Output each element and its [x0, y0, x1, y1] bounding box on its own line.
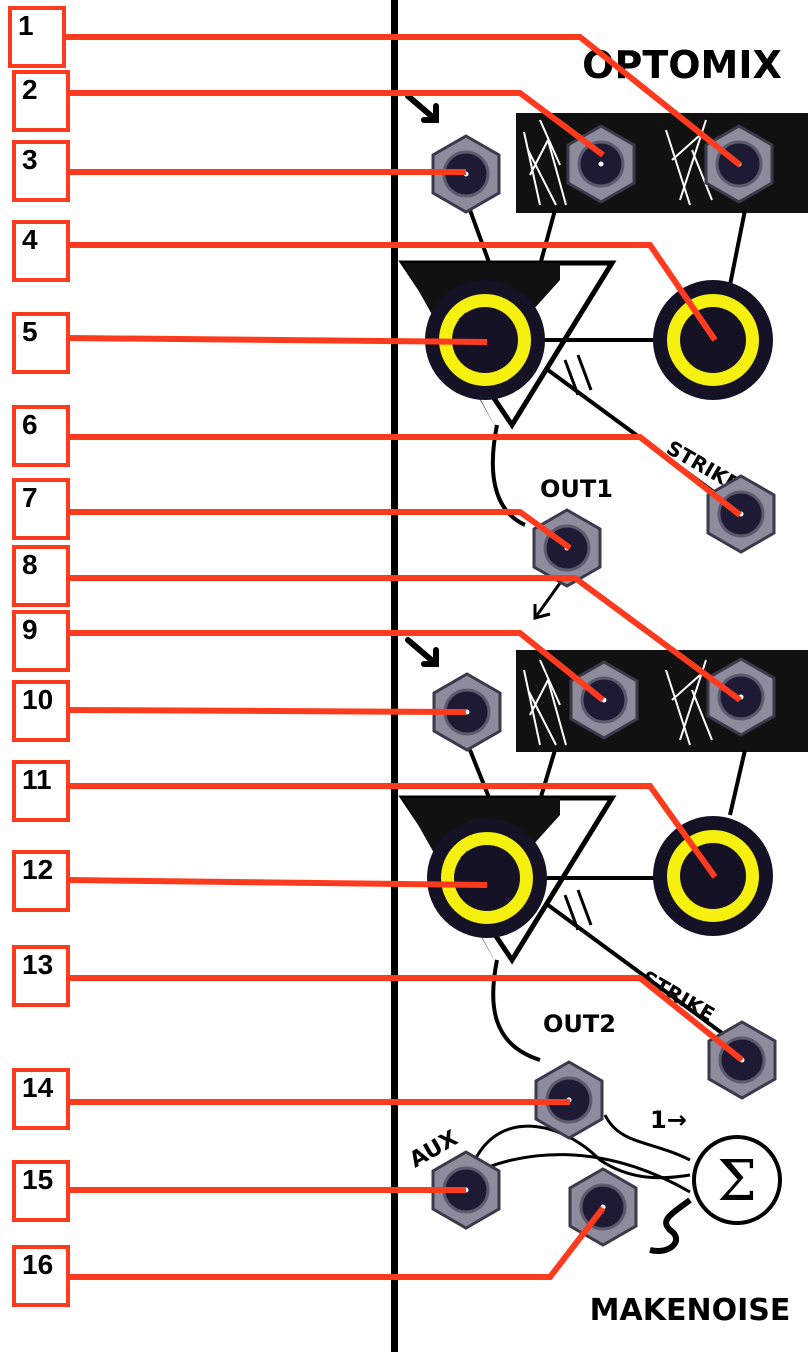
callout-number: 3: [22, 144, 38, 175]
callout-15: 15: [12, 1160, 70, 1222]
callout-line-12: [68, 877, 488, 888]
wire: [473, 1124, 691, 1180]
callout-6: 6: [12, 405, 70, 467]
vactrol-graphic-2a: [523, 659, 567, 746]
callout-number: 13: [22, 949, 54, 980]
callout-number: 2: [22, 74, 38, 105]
sum-output-wire: [649, 1197, 692, 1254]
callout-1: 1: [8, 6, 66, 68]
callout-13: 13: [12, 945, 70, 1007]
callout-line-9: [69, 630, 605, 703]
strike-line-2: [546, 903, 747, 1052]
callout-10: 10: [12, 680, 70, 742]
callout-line-1: [64, 34, 742, 168]
vactrol-graphic-1a: [523, 119, 567, 206]
callout-line-8: [69, 575, 742, 703]
callout-7: 7: [12, 478, 70, 540]
callout-number: 9: [22, 614, 38, 645]
out2-label: OUT2: [543, 1010, 616, 1038]
arrow-down-icon: [533, 582, 562, 620]
wire: [538, 209, 557, 266]
callout-line-4: [64, 242, 718, 342]
callout-number: 4: [22, 224, 38, 255]
callout-line-2: [69, 90, 605, 158]
strike-label-2: STRIKE: [638, 966, 719, 1027]
callout-2: 2: [12, 70, 70, 132]
vactrol-graphic-2b: [665, 659, 713, 746]
callout-line-5: [68, 335, 488, 345]
strike-hash-1: [563, 354, 593, 396]
wire: [728, 209, 747, 286]
callout-3: 3: [12, 140, 70, 202]
callout-number: 5: [22, 316, 38, 347]
callout-4: 4: [12, 220, 70, 282]
callout-line-6: [69, 434, 742, 518]
wire: [468, 209, 492, 266]
callout-line-13: [69, 975, 744, 1063]
callout-lines: [64, 34, 744, 1280]
callout-number: 7: [22, 482, 38, 513]
strike-hash-2: [563, 889, 593, 931]
knob-pointer: [458, 312, 489, 344]
sum-input-label: 1→: [650, 1106, 687, 1134]
callout-8: 8: [12, 545, 70, 607]
callout-number: 11: [22, 764, 52, 795]
out1-label: OUT1: [540, 475, 613, 503]
knob-pointer: [460, 850, 491, 882]
callout-5: 5: [12, 312, 70, 374]
sigma-icon: Σ: [717, 1149, 757, 1214]
callout-line-10: [68, 707, 467, 715]
panel-left-edge: [391, 0, 398, 1352]
callout-12: 12: [12, 850, 70, 912]
input-arrow-icon: [405, 93, 439, 123]
callout-number: 14: [22, 1072, 54, 1103]
callout-line-16: [69, 1206, 606, 1280]
callout-number: 12: [22, 854, 54, 885]
callout-line-11: [69, 783, 718, 879]
callout-number: 8: [22, 549, 38, 580]
callout-line-7: [69, 509, 572, 551]
callout-number: 15: [22, 1164, 54, 1195]
callout-11: 11: [12, 760, 70, 822]
wire: [491, 959, 541, 1062]
vactrol-graphic-1b: [665, 119, 713, 206]
callout-number: 10: [22, 684, 54, 715]
callout-number: 6: [22, 409, 38, 440]
callout-9: 9: [12, 610, 70, 672]
wire: [538, 749, 557, 801]
wire: [728, 749, 747, 816]
wire: [603, 1114, 691, 1162]
callout-16: 16: [12, 1245, 70, 1307]
callout-14: 14: [12, 1068, 70, 1130]
callout-number: 16: [22, 1249, 54, 1280]
callout-number: 1: [18, 10, 34, 41]
footer-brand: MAKENOISE: [590, 1293, 791, 1328]
input-arrow-icon: [405, 637, 439, 667]
wire: [468, 749, 492, 801]
sum-circle: [692, 1135, 782, 1225]
